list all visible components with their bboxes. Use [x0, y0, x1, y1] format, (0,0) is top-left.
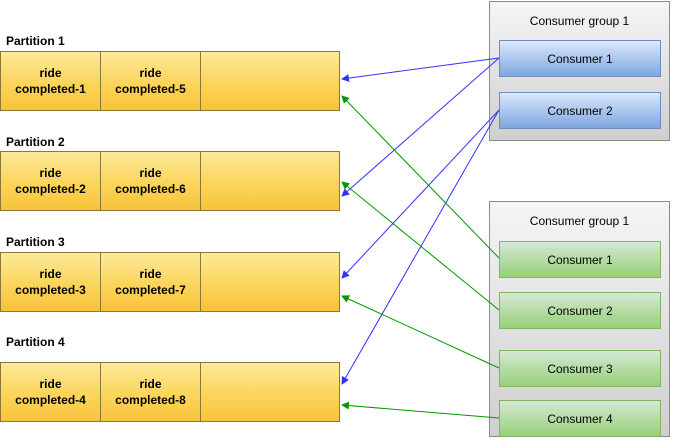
- assignment-arrow: [341, 401, 500, 419]
- group-2-consumer-3: Consumer 3: [499, 350, 661, 387]
- partition-2: ride completed-2 ride completed-6: [0, 151, 340, 211]
- empty-cell: [201, 152, 339, 210]
- partition-1-label: Partition 1: [6, 34, 65, 48]
- assignment-arrow: [341, 109, 500, 385]
- message-cell: ride completed-2: [1, 152, 101, 210]
- message-cell: ride completed-6: [101, 152, 201, 210]
- consumer-group-2-title: Consumer group 1: [529, 214, 630, 228]
- message-cell: ride completed-3: [1, 253, 101, 311]
- message-cell: ride completed-7: [101, 253, 201, 311]
- assignment-arrow: [341, 95, 500, 259]
- empty-cell: [201, 363, 339, 421]
- partition-3-label: Partition 3: [6, 235, 65, 249]
- message-cell: ride completed-8: [101, 363, 201, 421]
- partition-2-label: Partition 2: [6, 135, 65, 149]
- empty-cell: [201, 52, 339, 110]
- assignment-arrow: [341, 57, 500, 83]
- partition-1: ride completed-1 ride completed-5: [0, 51, 340, 111]
- group-2-consumer-2: Consumer 2: [499, 292, 661, 329]
- message-cell: ride completed-5: [101, 52, 201, 110]
- assignment-arrow: [341, 295, 500, 369]
- message-cell: ride completed-4: [1, 363, 101, 421]
- partition-4: ride completed-4 ride completed-8: [0, 362, 340, 422]
- group-1-consumer-1: Consumer 1: [499, 40, 661, 77]
- group-2-consumer-4: Consumer 4: [499, 400, 661, 437]
- assignment-arrow: [341, 181, 500, 311]
- assignment-arrow: [341, 109, 500, 279]
- empty-cell: [201, 253, 339, 311]
- partition-3: ride completed-3 ride completed-7: [0, 252, 340, 312]
- consumer-group-1-title: Consumer group 1: [529, 14, 630, 28]
- assignment-arrow: [341, 57, 500, 197]
- group-2-consumer-1: Consumer 1: [499, 241, 661, 278]
- group-1-consumer-2: Consumer 2: [499, 92, 661, 129]
- message-cell: ride completed-1: [1, 52, 101, 110]
- partition-4-label: Partition 4: [6, 335, 65, 349]
